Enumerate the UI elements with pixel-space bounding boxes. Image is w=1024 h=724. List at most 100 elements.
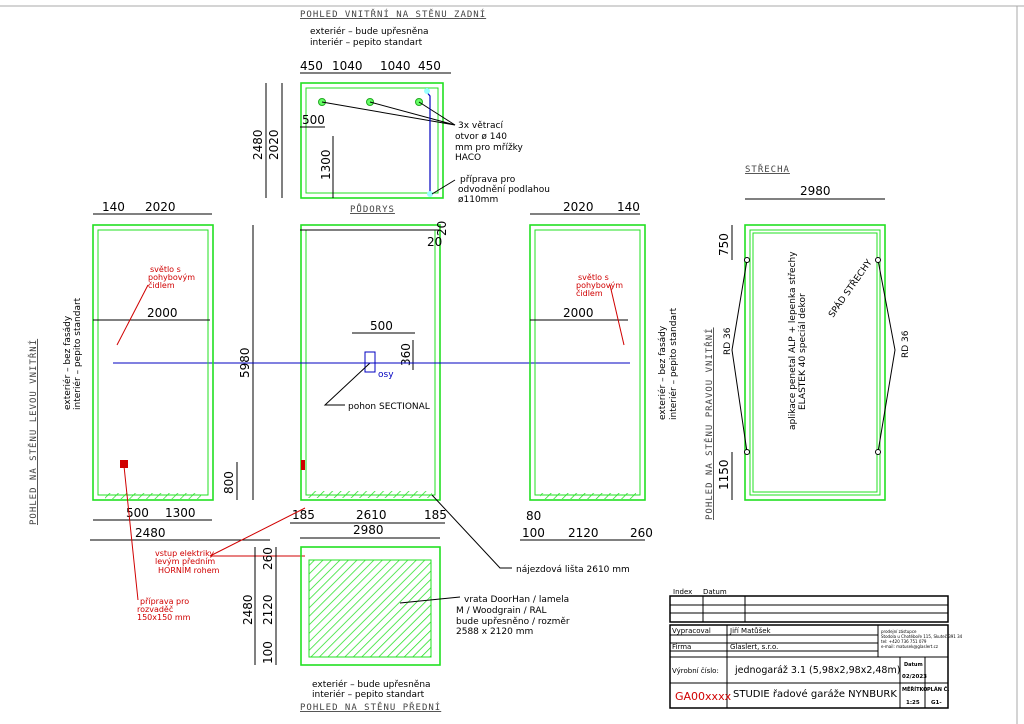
rev-index-header: Index	[673, 588, 692, 596]
contact-line: tel: +420 736 751 079	[881, 639, 927, 644]
product-value: jednogaráž 3.1 (5,98x2,98x2,48m)	[734, 665, 900, 676]
contact-line: Stodola u Chotěboře 115, Skuteč 391 34	[881, 634, 963, 639]
dim: 2480	[251, 129, 265, 160]
rev-date-header: Datum	[703, 588, 727, 596]
prepared-label: Vypracoval	[672, 627, 711, 635]
dim: 450	[418, 59, 441, 73]
dim: 500	[126, 506, 149, 520]
switchboard-note: rozvaděč	[137, 604, 173, 614]
front-wall-title: POHLED NA STĚNU PŘEDNÍ	[300, 701, 441, 713]
dim: 2020	[267, 129, 281, 160]
rd-left-label: RD 36	[723, 327, 733, 355]
dim: 2000	[563, 306, 594, 320]
dim: 2980	[800, 184, 831, 198]
prepared-value: Jiří Matůšek	[729, 627, 772, 635]
dim: 80	[526, 509, 541, 523]
door-note: 2588 x 2120 mm	[456, 627, 533, 637]
left-int-note: interiér – pepito standart	[72, 297, 83, 410]
dim: 20	[427, 235, 442, 249]
product-label: Výrobní číslo:	[672, 667, 719, 675]
roof-title: STŘECHA	[745, 163, 790, 175]
right-int-note: interiér – pepito standart	[668, 307, 679, 420]
back-wall-view: POHLED VNITŘNÍ NA STĚNU ZADNÍ exteriér –…	[251, 8, 550, 205]
dim: 800	[222, 471, 236, 494]
title-block: Index Datum Vypracoval Jiří Matůšek Firm…	[669, 588, 963, 709]
rail-note: nájezdová lišta 2610 mm	[516, 564, 630, 575]
right-wall-view: POHLED NA STĚNU PRAVOU VNITŘNÍ exteriér …	[520, 200, 715, 541]
dim: 2480	[135, 526, 166, 540]
dim: 1300	[165, 506, 196, 520]
date-value: 02/2023	[902, 674, 927, 680]
front-int-note: interiér – pepito standart	[312, 689, 425, 700]
dim: 100	[261, 641, 275, 664]
light-note: pohybovým	[576, 281, 623, 290]
drain-note: příprava pro	[460, 175, 516, 185]
dim: 140	[102, 200, 125, 214]
drain-note: odvodnění podlahou	[458, 185, 550, 195]
roof-slope-label: SPÁD STŘECHY	[826, 257, 875, 320]
dim: 2980	[353, 523, 384, 537]
dim: 1040	[332, 59, 363, 73]
light-note: světlo s	[150, 265, 181, 274]
dim: 750	[717, 233, 731, 256]
light-note: čidlem	[576, 288, 603, 298]
light-note: světlo s	[578, 273, 609, 282]
axis-label: osy	[378, 370, 394, 380]
rd-right-label: RD 36	[901, 330, 911, 358]
dim: 260	[630, 526, 653, 540]
right-wall-title: POHLED NA STĚNU PRAVOU VNITŘNÍ	[703, 327, 715, 520]
contact-line: prodejní zástupce	[881, 629, 917, 634]
back-ext-note: exteriér – bude upřesněna	[310, 26, 429, 37]
electric-note: vstup elektriky	[155, 549, 214, 558]
vent-note: 3x větrací	[458, 121, 503, 131]
dim: 450	[300, 59, 323, 73]
dim: 1040	[380, 59, 411, 73]
door-note: M / Woodgrain / RAL	[456, 606, 547, 616]
dim: 140	[617, 200, 640, 214]
left-wall-title: POHLED NA STĚNU LEVOU VNITŘNÍ	[27, 339, 39, 525]
contact-line: e-mail: matusek@glaslert.cz	[881, 644, 938, 649]
roof-view: STŘECHA 2980 750 1150 RD 36 RD 36 aplika…	[717, 163, 911, 501]
dim: 2020	[563, 200, 594, 214]
scale-label: MĚŘÍTKO	[902, 685, 927, 693]
door-note: bude upřesněno / rozměr	[456, 617, 570, 627]
door-note: vrata DoorHan / lamela	[464, 595, 569, 605]
right-ext-note: exteriér – bez fasády	[657, 325, 668, 420]
dim: 1300	[319, 149, 333, 180]
date-label: Datum	[904, 662, 923, 668]
left-ext-note: exteriér – bez fasády	[62, 315, 73, 410]
dim: 2610	[356, 508, 387, 522]
back-wall-title: POHLED VNITŘNÍ NA STĚNU ZADNÍ	[300, 8, 486, 20]
dim: 2120	[261, 594, 275, 625]
front-wall-view: 2480 260 2120 100 vrata DoorHan / lamela…	[241, 546, 570, 713]
company-label: Firma	[672, 643, 691, 651]
dim: 2000	[147, 306, 178, 320]
dim: 2020	[145, 200, 176, 214]
door-drive-label: pohon SECTIONAL	[348, 402, 430, 412]
light-note: pohybovým	[148, 273, 195, 282]
switchboard-note: 150x150 mm	[137, 613, 191, 622]
sheet-label: PLÁN Č.	[927, 686, 949, 693]
electric-note: HORNÍM rohem	[158, 564, 220, 575]
floor-plan-title: PŮDORYS	[350, 203, 395, 215]
vent-note: otvor ø 140	[455, 132, 507, 142]
dim: 500	[370, 319, 393, 333]
roof-note: ELASTEK 40 speciál dekor	[798, 293, 808, 410]
dim: 185	[292, 508, 315, 522]
dim: 260	[261, 547, 275, 570]
roof-note: aplikace penetal ALP + lepenka střechy	[788, 251, 798, 430]
electric-note: levým předním	[155, 557, 215, 566]
company-value: Glaslert, s.r.o.	[730, 643, 778, 651]
dim: 2480	[241, 594, 255, 625]
sheet-value: G1-	[931, 700, 942, 706]
dim: 20	[435, 221, 449, 236]
switchboard-note: příprava pro	[140, 597, 189, 606]
dim: 1150	[717, 459, 731, 490]
dim: 360	[399, 343, 413, 366]
vent-note: mm pro mřížky	[455, 143, 524, 153]
dim: 2120	[568, 526, 599, 540]
drain-note: ø110mm	[458, 195, 498, 205]
project-code: GA00xxxx	[675, 690, 732, 703]
back-int-note: interiér – pepito standart	[310, 37, 423, 48]
